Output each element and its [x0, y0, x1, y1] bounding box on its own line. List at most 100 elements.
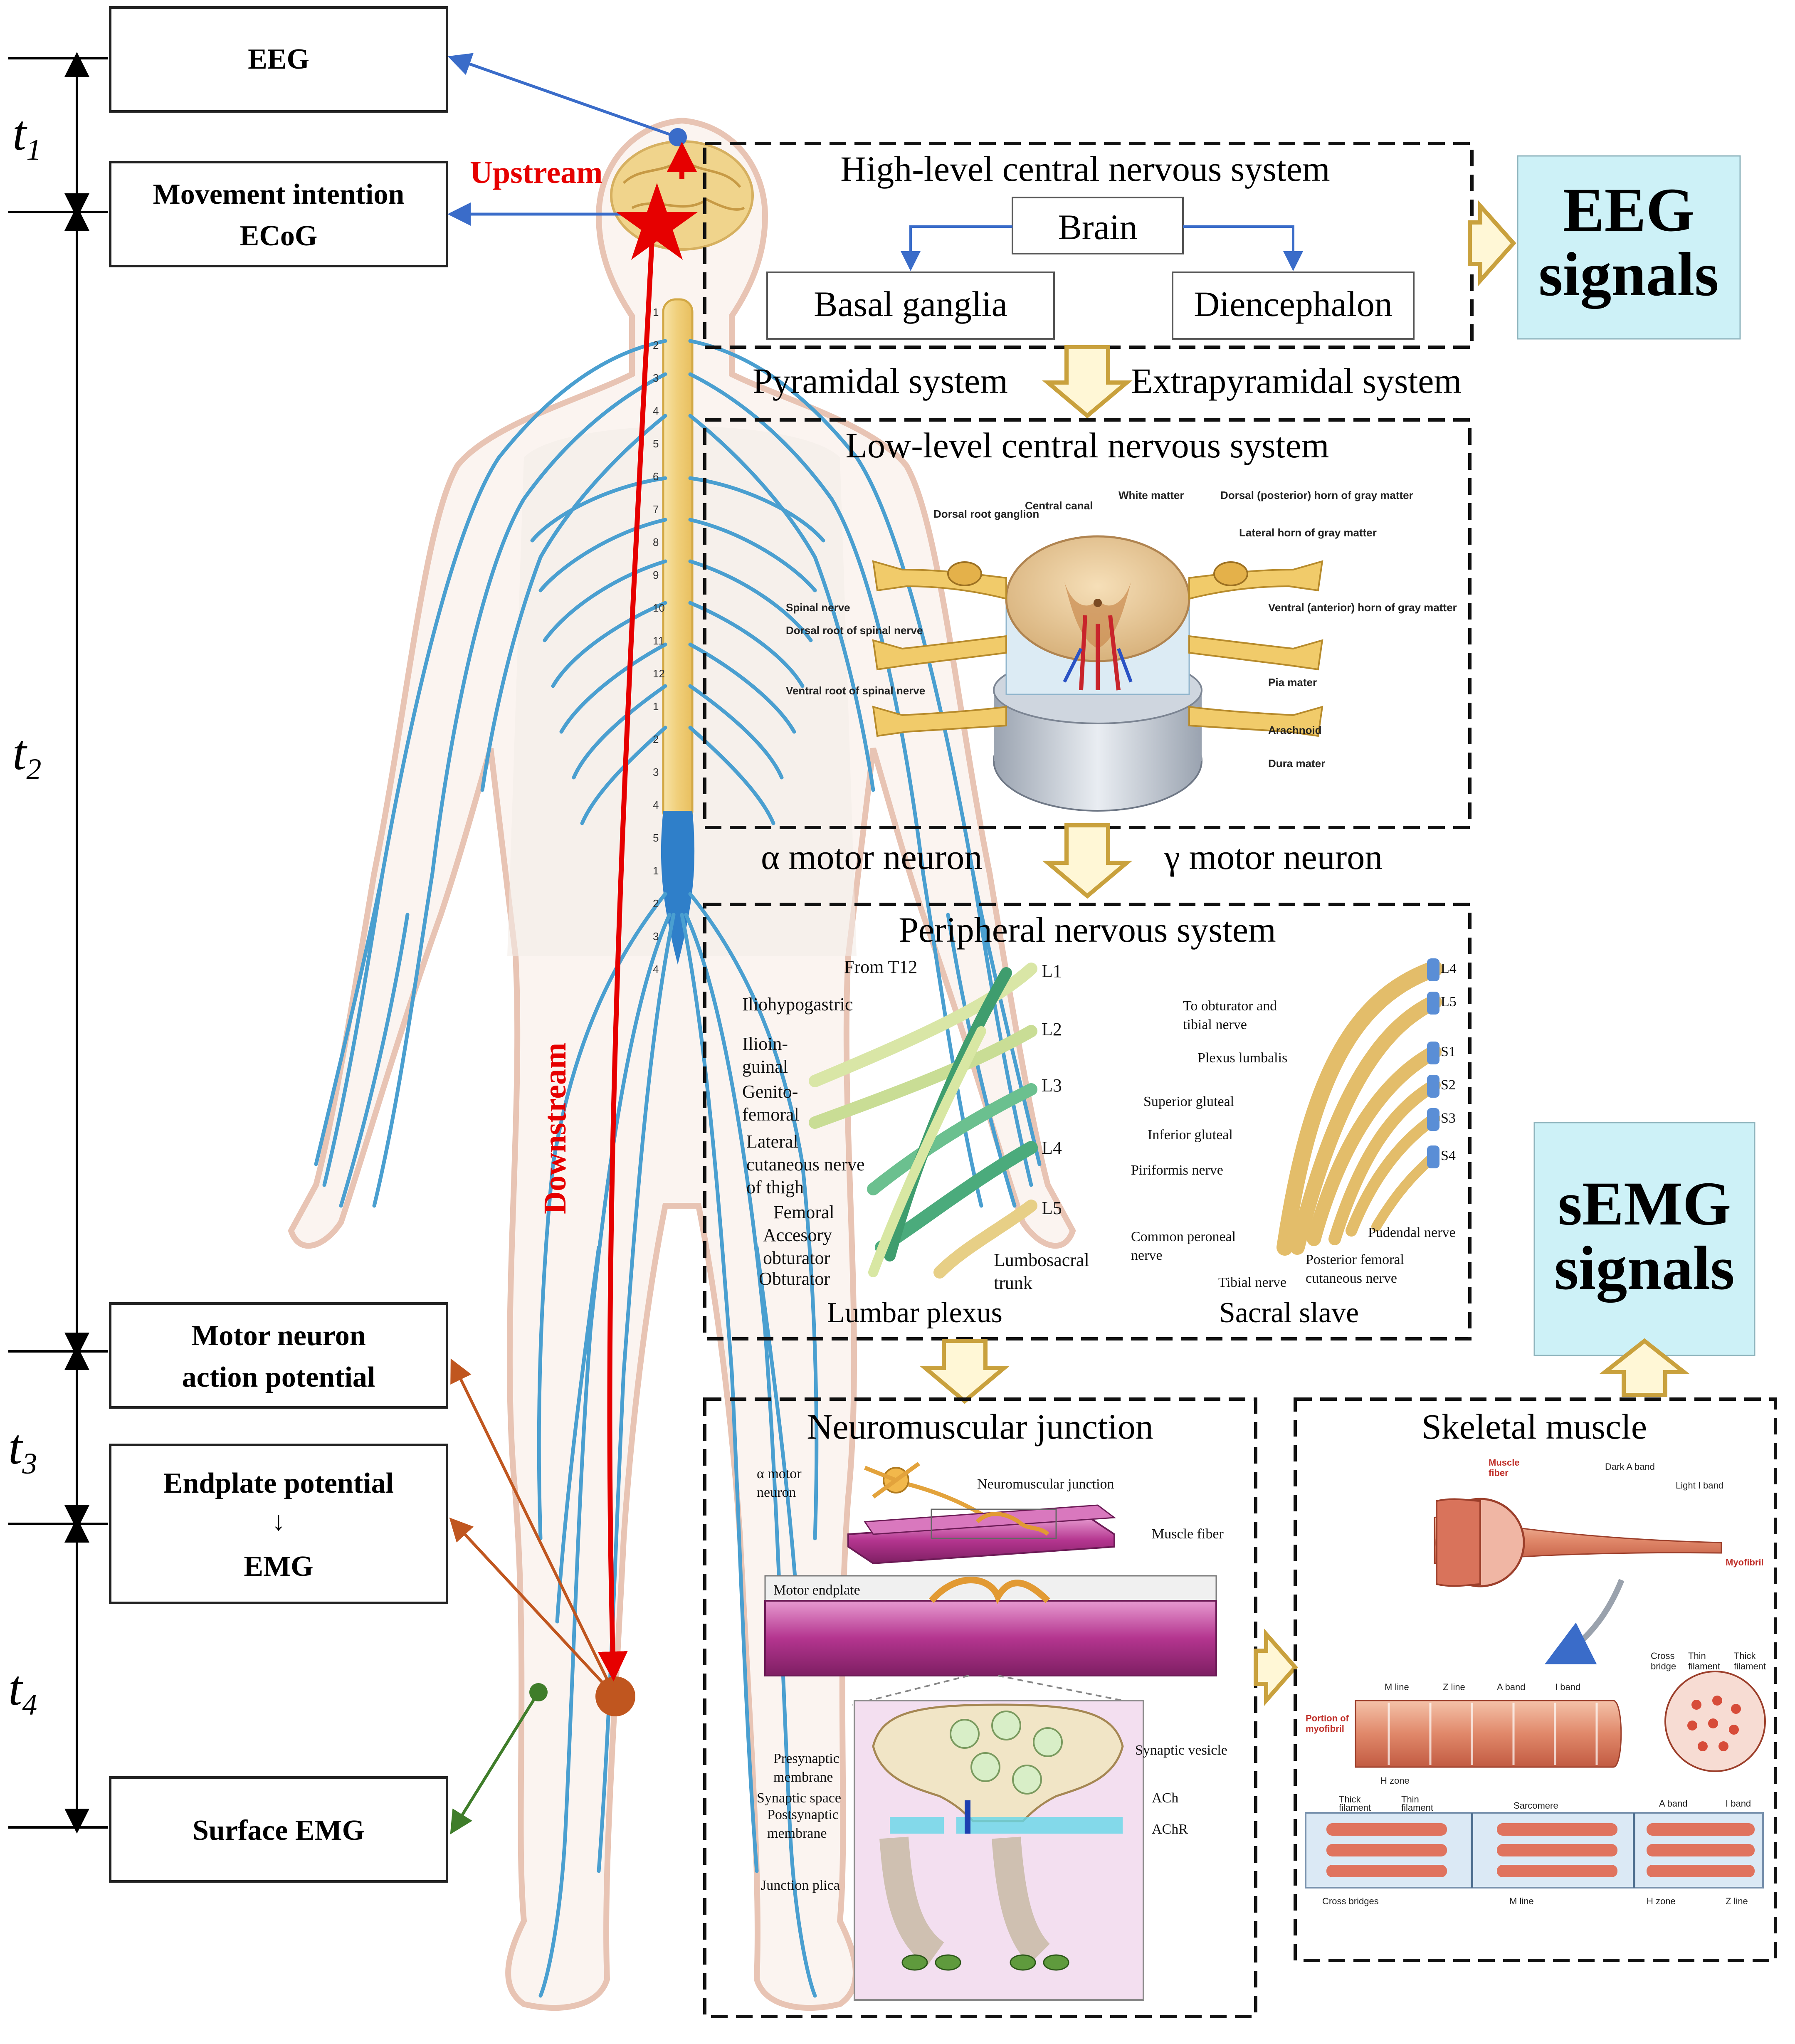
label-white-matter: White matter: [1118, 489, 1184, 501]
label-sk-muscle-2: fiber: [1489, 1468, 1509, 1478]
label-nmj-muscle-fiber: Muscle fiber: [1152, 1526, 1224, 1542]
downstream-label: Downstream: [538, 1043, 573, 1214]
label-lumbar-l3: L3: [1042, 1075, 1062, 1096]
basal-ganglia-label: Basal ganglia: [814, 284, 1007, 324]
label-nmj-alpha-motor-2: neuron: [757, 1485, 796, 1500]
vertebra-number: 7: [653, 503, 659, 516]
label-posterior-femoral-2: cutaneous nerve: [1306, 1271, 1397, 1286]
surface-emg-label: Surface EMG: [193, 1814, 365, 1847]
label-sk-muscle-1: Muscle: [1489, 1457, 1520, 1468]
timeline: [8, 52, 108, 1834]
semg-signals-line2: signals: [1554, 1234, 1735, 1303]
vertebra-number: 6: [653, 470, 659, 483]
left-signal-boxes: EEG Movement intention ECoG Motor neuron…: [109, 6, 448, 1883]
label-sk-sarcomere: Sarcomere: [1514, 1800, 1558, 1811]
lumbar-plexus-title: Lumbar plexus: [827, 1297, 1002, 1329]
label-genitofemoral-2: femoral: [742, 1104, 799, 1125]
low-level-title: Low-level central nervous system: [845, 425, 1329, 465]
label-sk-thick-filament-2: filament: [1734, 1661, 1766, 1671]
motor-neuron-connector-arrow: [450, 1358, 617, 1697]
label-iliohypogastric: Iliohypogastric: [742, 994, 853, 1015]
label-to-obturator-2: tibial nerve: [1183, 1017, 1247, 1032]
spinal-cord: [662, 298, 694, 825]
label-nmj-synaptic-space: Synaptic space: [757, 1790, 841, 1806]
downstream-arrow: [598, 224, 655, 1681]
label-ventral-root: Ventral root of spinal nerve: [786, 684, 925, 697]
label-arachnoid: Arachnoid: [1268, 724, 1322, 736]
label-lateral-cutaneous-1: Lateral: [746, 1131, 798, 1152]
label-lumbar-l5: L5: [1042, 1198, 1062, 1218]
label-nmj-presynaptic-1: Presynaptic: [773, 1751, 839, 1766]
nmj-illustration: [764, 1461, 1217, 2001]
peripheral-dashed-frame: [703, 903, 1472, 1340]
sacral-slave-title: Sacral slave: [1219, 1297, 1359, 1329]
high-level-cns-panel: High-level central nervous system Brain …: [703, 142, 1474, 349]
surface-emg-connector-arrow: [450, 1691, 540, 1834]
label-lumbosacral-2: trunk: [994, 1273, 1032, 1293]
label-sk-thick-2: filament: [1339, 1802, 1371, 1813]
label-sk-i-band-2: I band: [1726, 1798, 1751, 1809]
label-lateral-horn: Lateral horn of gray matter: [1239, 526, 1377, 539]
nmj-labels: α motor neuron Neuromuscular junction Mu…: [757, 1466, 1227, 1893]
surface-emg-box: [109, 1776, 448, 1883]
t2-label: t2: [12, 725, 41, 786]
label-sk-light-i-band: Light I band: [1676, 1480, 1723, 1491]
label-nmj-alpha-motor-1: α motor: [757, 1466, 802, 1481]
vertebra-number: 1: [653, 864, 659, 877]
peripheral-title: Peripheral nervous system: [899, 910, 1276, 950]
connector-arrows: [447, 53, 687, 1834]
label-sk-a-band: A band: [1497, 1682, 1526, 1692]
signal-flow: Upstream Downstream: [470, 142, 698, 1681]
origin-star: [616, 183, 698, 260]
endplate-down-arrow: ↓: [272, 1506, 285, 1536]
label-sk-thick-1: Thick: [1339, 1794, 1361, 1805]
label-nmj-neuromuscular-junction: Neuromuscular junction: [977, 1476, 1114, 1492]
eeg-box-label: EEG: [248, 43, 309, 75]
label-sacral-s3: S3: [1441, 1111, 1456, 1126]
t4-label: t4: [8, 1660, 37, 1721]
label-dura-mater: Dura mater: [1268, 757, 1325, 770]
vertebra-number: 5: [653, 832, 659, 844]
eeg-signals-box: EEG signals: [1517, 155, 1741, 340]
label-nmj-motor-endplate: Motor endplate: [773, 1582, 860, 1598]
semg-signals-line1: sEMG: [1558, 1169, 1731, 1238]
label-to-obturator-1: To obturator and: [1183, 998, 1277, 1014]
eeg-connector-arrow: [447, 53, 679, 139]
vertebra-number: 3: [653, 930, 659, 943]
label-sk-dark-a-band: Dark A band: [1605, 1461, 1655, 1472]
label-femoral: Femoral: [773, 1202, 835, 1222]
label-accesory-1: Accesory: [763, 1225, 832, 1245]
label-piriformis: Piriformis nerve: [1131, 1163, 1223, 1178]
label-lumbar-l4: L4: [1042, 1138, 1062, 1158]
label-sacral-l5: L5: [1441, 994, 1457, 1010]
vertebra-number: 4: [653, 799, 659, 811]
high-level-title: High-level central nervous system: [840, 149, 1330, 189]
emg-label: EMG: [244, 1550, 313, 1582]
label-ilioinguinal-2: guinal: [742, 1057, 788, 1077]
label-sk-cross-bridge-1: Cross: [1651, 1651, 1674, 1661]
label-dorsal-horn: Dorsal (posterior) horn of gray matter: [1220, 489, 1413, 501]
vertebra-number: 1: [653, 306, 659, 318]
label-ventral-horn: Ventral (anterior) horn of gray matter: [1268, 601, 1457, 614]
nmj-to-skeletal-arrow: [1254, 1628, 1298, 1706]
endplate-potential-label: Endplate potential: [163, 1467, 394, 1499]
low-to-peripheral-arrow: [1042, 823, 1133, 899]
label-lateral-cutaneous-3: of thigh: [746, 1177, 804, 1197]
diencephalon-box: [1172, 272, 1415, 340]
label-sacral-s1: S1: [1441, 1044, 1456, 1059]
vertebra-number: 1: [653, 700, 659, 713]
label-sk-a-band-2: A band: [1659, 1798, 1688, 1809]
label-sk-thin-1: Thin: [1401, 1794, 1419, 1805]
skeletal-title: Skeletal muscle: [1422, 1407, 1647, 1447]
pyramidal-system-label: Pyramidal system: [753, 361, 1008, 401]
label-central-canal: Central canal: [1025, 499, 1093, 512]
label-lateral-cutaneous-2: cutaneous nerve: [746, 1154, 865, 1175]
label-sk-thin-2: filament: [1401, 1802, 1433, 1813]
label-sk-portion-2: myofibril: [1306, 1723, 1344, 1734]
lumbar-plexus-illustration: [809, 963, 1038, 1279]
eeg-electrode-dot: [669, 128, 687, 146]
vertebra-number: 10: [653, 602, 665, 614]
label-tibial-nerve: Tibial nerve: [1218, 1275, 1286, 1290]
